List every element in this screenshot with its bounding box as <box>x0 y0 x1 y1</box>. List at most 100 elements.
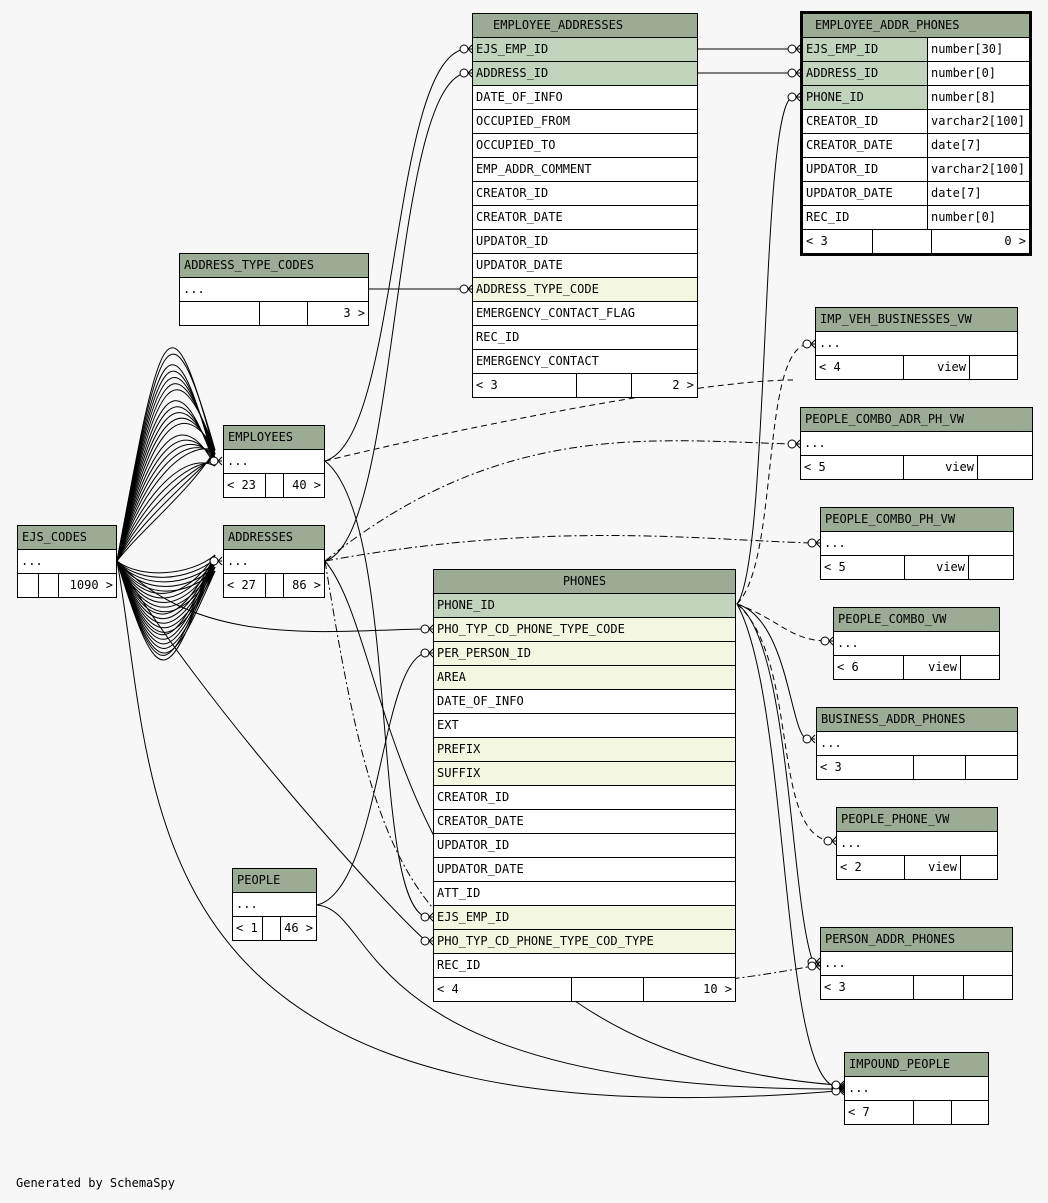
columns-ellipsis[interactable]: ... <box>224 450 324 474</box>
parents-count[interactable]: < 4 <box>434 978 572 1001</box>
table-title[interactable]: EMPLOYEES <box>224 426 324 450</box>
children-count[interactable]: 46 > <box>284 921 313 935</box>
column-row[interactable]: EXT <box>434 714 735 738</box>
column-row[interactable]: ADDRESS_ID <box>473 62 697 86</box>
children-count[interactable] <box>964 976 1012 999</box>
parents-count[interactable]: < 3 <box>817 756 914 779</box>
parents-count[interactable]: < 27 <box>224 574 266 597</box>
column-row[interactable]: EMERGENCY_CONTACT_FLAG <box>473 302 697 326</box>
table-title[interactable]: ADDRESSES <box>224 526 324 550</box>
column-row[interactable]: UPDATOR_DATE <box>434 858 735 882</box>
column-row[interactable]: PHO_TYP_CD_PHONE_TYPE_CODE <box>434 618 735 642</box>
table-title[interactable]: PEOPLE_PHONE_VW <box>837 808 997 832</box>
columns-ellipsis[interactable]: ... <box>834 632 999 656</box>
columns-ellipsis[interactable]: ... <box>821 952 1012 976</box>
column-row[interactable]: PREFIX <box>434 738 735 762</box>
parents-count[interactable]: < 1 <box>233 917 263 940</box>
parents-count[interactable]: < 23 <box>224 474 266 497</box>
column-row[interactable]: REC_ID <box>473 326 697 350</box>
parents-count[interactable]: < 3 <box>821 976 914 999</box>
column-row[interactable]: EJS_EMP_ID <box>434 906 735 930</box>
children-count[interactable] <box>952 1101 988 1124</box>
parents-count[interactable]: < 3 <box>803 230 873 253</box>
children-count[interactable]: 3 > <box>343 306 365 320</box>
column-row[interactable]: EJS_EMP_ID <box>473 38 697 62</box>
table-addresses[interactable]: ADDRESSES...< 27 86 > <box>223 525 325 598</box>
table-title[interactable]: PERSON_ADDR_PHONES <box>821 928 1012 952</box>
parents-count[interactable]: < 5 <box>821 556 905 579</box>
children-count[interactable]: 40 > <box>292 478 321 492</box>
parents-count[interactable]: < 2 <box>837 856 905 879</box>
column-row[interactable]: UPDATOR_DATE <box>473 254 697 278</box>
table-title[interactable]: PEOPLE_COMBO_ADR_PH_VW <box>801 408 1032 432</box>
columns-ellipsis[interactable]: ... <box>18 550 116 574</box>
column-row[interactable]: REC_ID <box>434 954 735 978</box>
parents-count[interactable]: < 5 <box>801 456 904 479</box>
columns-ellipsis[interactable]: ... <box>821 532 1013 556</box>
parents-count[interactable]: < 3 <box>473 374 577 397</box>
table-impound-people[interactable]: IMPOUND_PEOPLE...< 7 <box>844 1052 989 1125</box>
table-title[interactable]: PHONES <box>434 570 735 594</box>
children-count[interactable]: 86 > <box>292 578 321 592</box>
column-row[interactable]: ATT_ID <box>434 882 735 906</box>
column-row[interactable]: AREA <box>434 666 735 690</box>
parents-count[interactable] <box>180 302 260 325</box>
columns-ellipsis[interactable]: ... <box>817 732 1017 756</box>
column-row[interactable]: PHO_TYP_CD_PHONE_TYPE_COD_TYPE <box>434 930 735 954</box>
parents-count[interactable]: < 4 <box>816 356 904 379</box>
children-count[interactable]: 2 > <box>672 378 694 392</box>
table-title[interactable]: PEOPLE <box>233 869 316 893</box>
column-row[interactable]: CREATOR_DATE <box>473 206 697 230</box>
column-row[interactable]: CREATOR_ID <box>473 182 697 206</box>
column-row[interactable]: PER_PERSON_ID <box>434 642 735 666</box>
columns-ellipsis[interactable]: ... <box>180 278 368 302</box>
column-row[interactable]: CREATOR_DATE <box>434 810 735 834</box>
table-title[interactable]: PEOPLE_COMBO_VW <box>834 608 999 632</box>
column-row[interactable]: EMP_ADDR_COMMENT <box>473 158 697 182</box>
table-title[interactable]: PEOPLE_COMBO_PH_VW <box>821 508 1013 532</box>
table-title[interactable]: IMP_VEH_BUSINESSES_VW <box>816 308 1017 332</box>
columns-ellipsis[interactable]: ... <box>224 550 324 574</box>
column-row[interactable]: ADDRESS_TYPE_CODE <box>473 278 697 302</box>
column-row[interactable]: UPDATOR_ID <box>434 834 735 858</box>
table-employees[interactable]: EMPLOYEES...< 23 40 > <box>223 425 325 498</box>
table-title[interactable]: EMPLOYEE_ADDRESSES <box>473 14 697 38</box>
children-count[interactable] <box>961 856 997 879</box>
parents-count[interactable]: < 7 <box>845 1101 914 1124</box>
table-business-addr-phones[interactable]: BUSINESS_ADDR_PHONES...< 3 <box>816 707 1018 780</box>
table-title[interactable]: EJS_CODES <box>18 526 116 550</box>
table-address-type-codes[interactable]: ADDRESS_TYPE_CODES...3 > <box>179 253 369 326</box>
column-row[interactable]: OCCUPIED_FROM <box>473 110 697 134</box>
children-count[interactable]: 1090 > <box>69 578 113 592</box>
children-count[interactable] <box>969 556 1013 579</box>
column-row[interactable]: PHONE_ID <box>434 594 735 618</box>
column-row[interactable]: DATE_OF_INFO <box>473 86 697 110</box>
column-row[interactable]: UPDATOR_ID <box>473 230 697 254</box>
column-row[interactable]: DATE_OF_INFO <box>434 690 735 714</box>
columns-ellipsis[interactable]: ... <box>837 832 997 856</box>
children-count[interactable]: 10 > <box>703 982 732 996</box>
column-row[interactable]: CREATOR_ID <box>434 786 735 810</box>
column-row[interactable]: EMERGENCY_CONTACT <box>473 350 697 374</box>
table-ejs-codes[interactable]: EJS_CODES... 1090 > <box>17 525 117 598</box>
children-count[interactable] <box>978 456 1032 479</box>
columns-ellipsis[interactable]: ... <box>801 432 1032 456</box>
table-title[interactable]: IMPOUND_PEOPLE <box>845 1053 988 1077</box>
column-row[interactable]: SUFFIX <box>434 762 735 786</box>
columns-ellipsis[interactable]: ... <box>845 1077 988 1101</box>
column-row[interactable]: OCCUPIED_TO <box>473 134 697 158</box>
